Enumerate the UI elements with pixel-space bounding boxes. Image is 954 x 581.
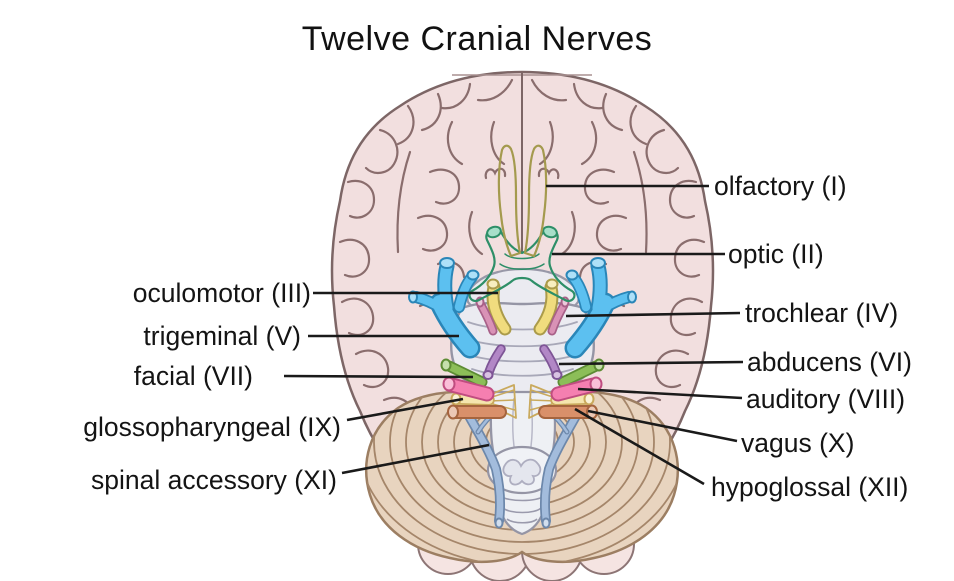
label-olfactory-i: olfactory (I): [714, 171, 847, 201]
nerve-auditory-viii: [442, 378, 602, 402]
label-facial-vii: facial (VII): [133, 361, 253, 391]
nerve-abducens-vi: [482, 344, 562, 379]
leader-trochlear: [565, 311, 741, 318]
leader-spinal-accessory: [341, 443, 490, 475]
leader-lines: [283, 184, 744, 486]
nerve-trigeminal-v: [408, 258, 636, 359]
label-oculomotor-iii: oculomotor (III): [132, 278, 311, 308]
leader-facial: [283, 374, 474, 379]
leader-vagus: [587, 409, 738, 443]
leader-auditory: [577, 387, 743, 400]
nerve-vagus-x: [447, 406, 597, 419]
page-title: Twelve Cranial Nerves: [301, 20, 653, 58]
label-hypoglossal-xii: hypoglossal (XII): [711, 472, 909, 502]
label-optic-ii: optic (II): [728, 239, 824, 269]
label-auditory-viii: auditory (VIII): [746, 384, 906, 414]
label-abducens-vi: abducens (VI): [747, 347, 912, 377]
label-trochlear-iv: trochlear (IV): [745, 298, 899, 328]
nerve-facial-vii: [440, 360, 604, 388]
nerve-oculomotor-iii: [486, 280, 558, 336]
label-vagus-x: vagus (X): [741, 428, 855, 458]
label-spinal-accessory-xi: spinal accessory (XI): [91, 465, 337, 495]
leader-glossopharyngeal: [346, 397, 464, 422]
nerve-olfactory-i: [497, 144, 548, 258]
label-trigeminal-v: trigeminal (V): [143, 321, 301, 351]
label-glossopharyngeal-ix: glossopharyngeal (IX): [83, 412, 341, 442]
gray-matter-butterfly: [502, 458, 542, 486]
leader-abducens: [558, 360, 744, 366]
leader-hypoglossal: [574, 407, 705, 486]
nerve-optic-ii: [468, 225, 576, 303]
